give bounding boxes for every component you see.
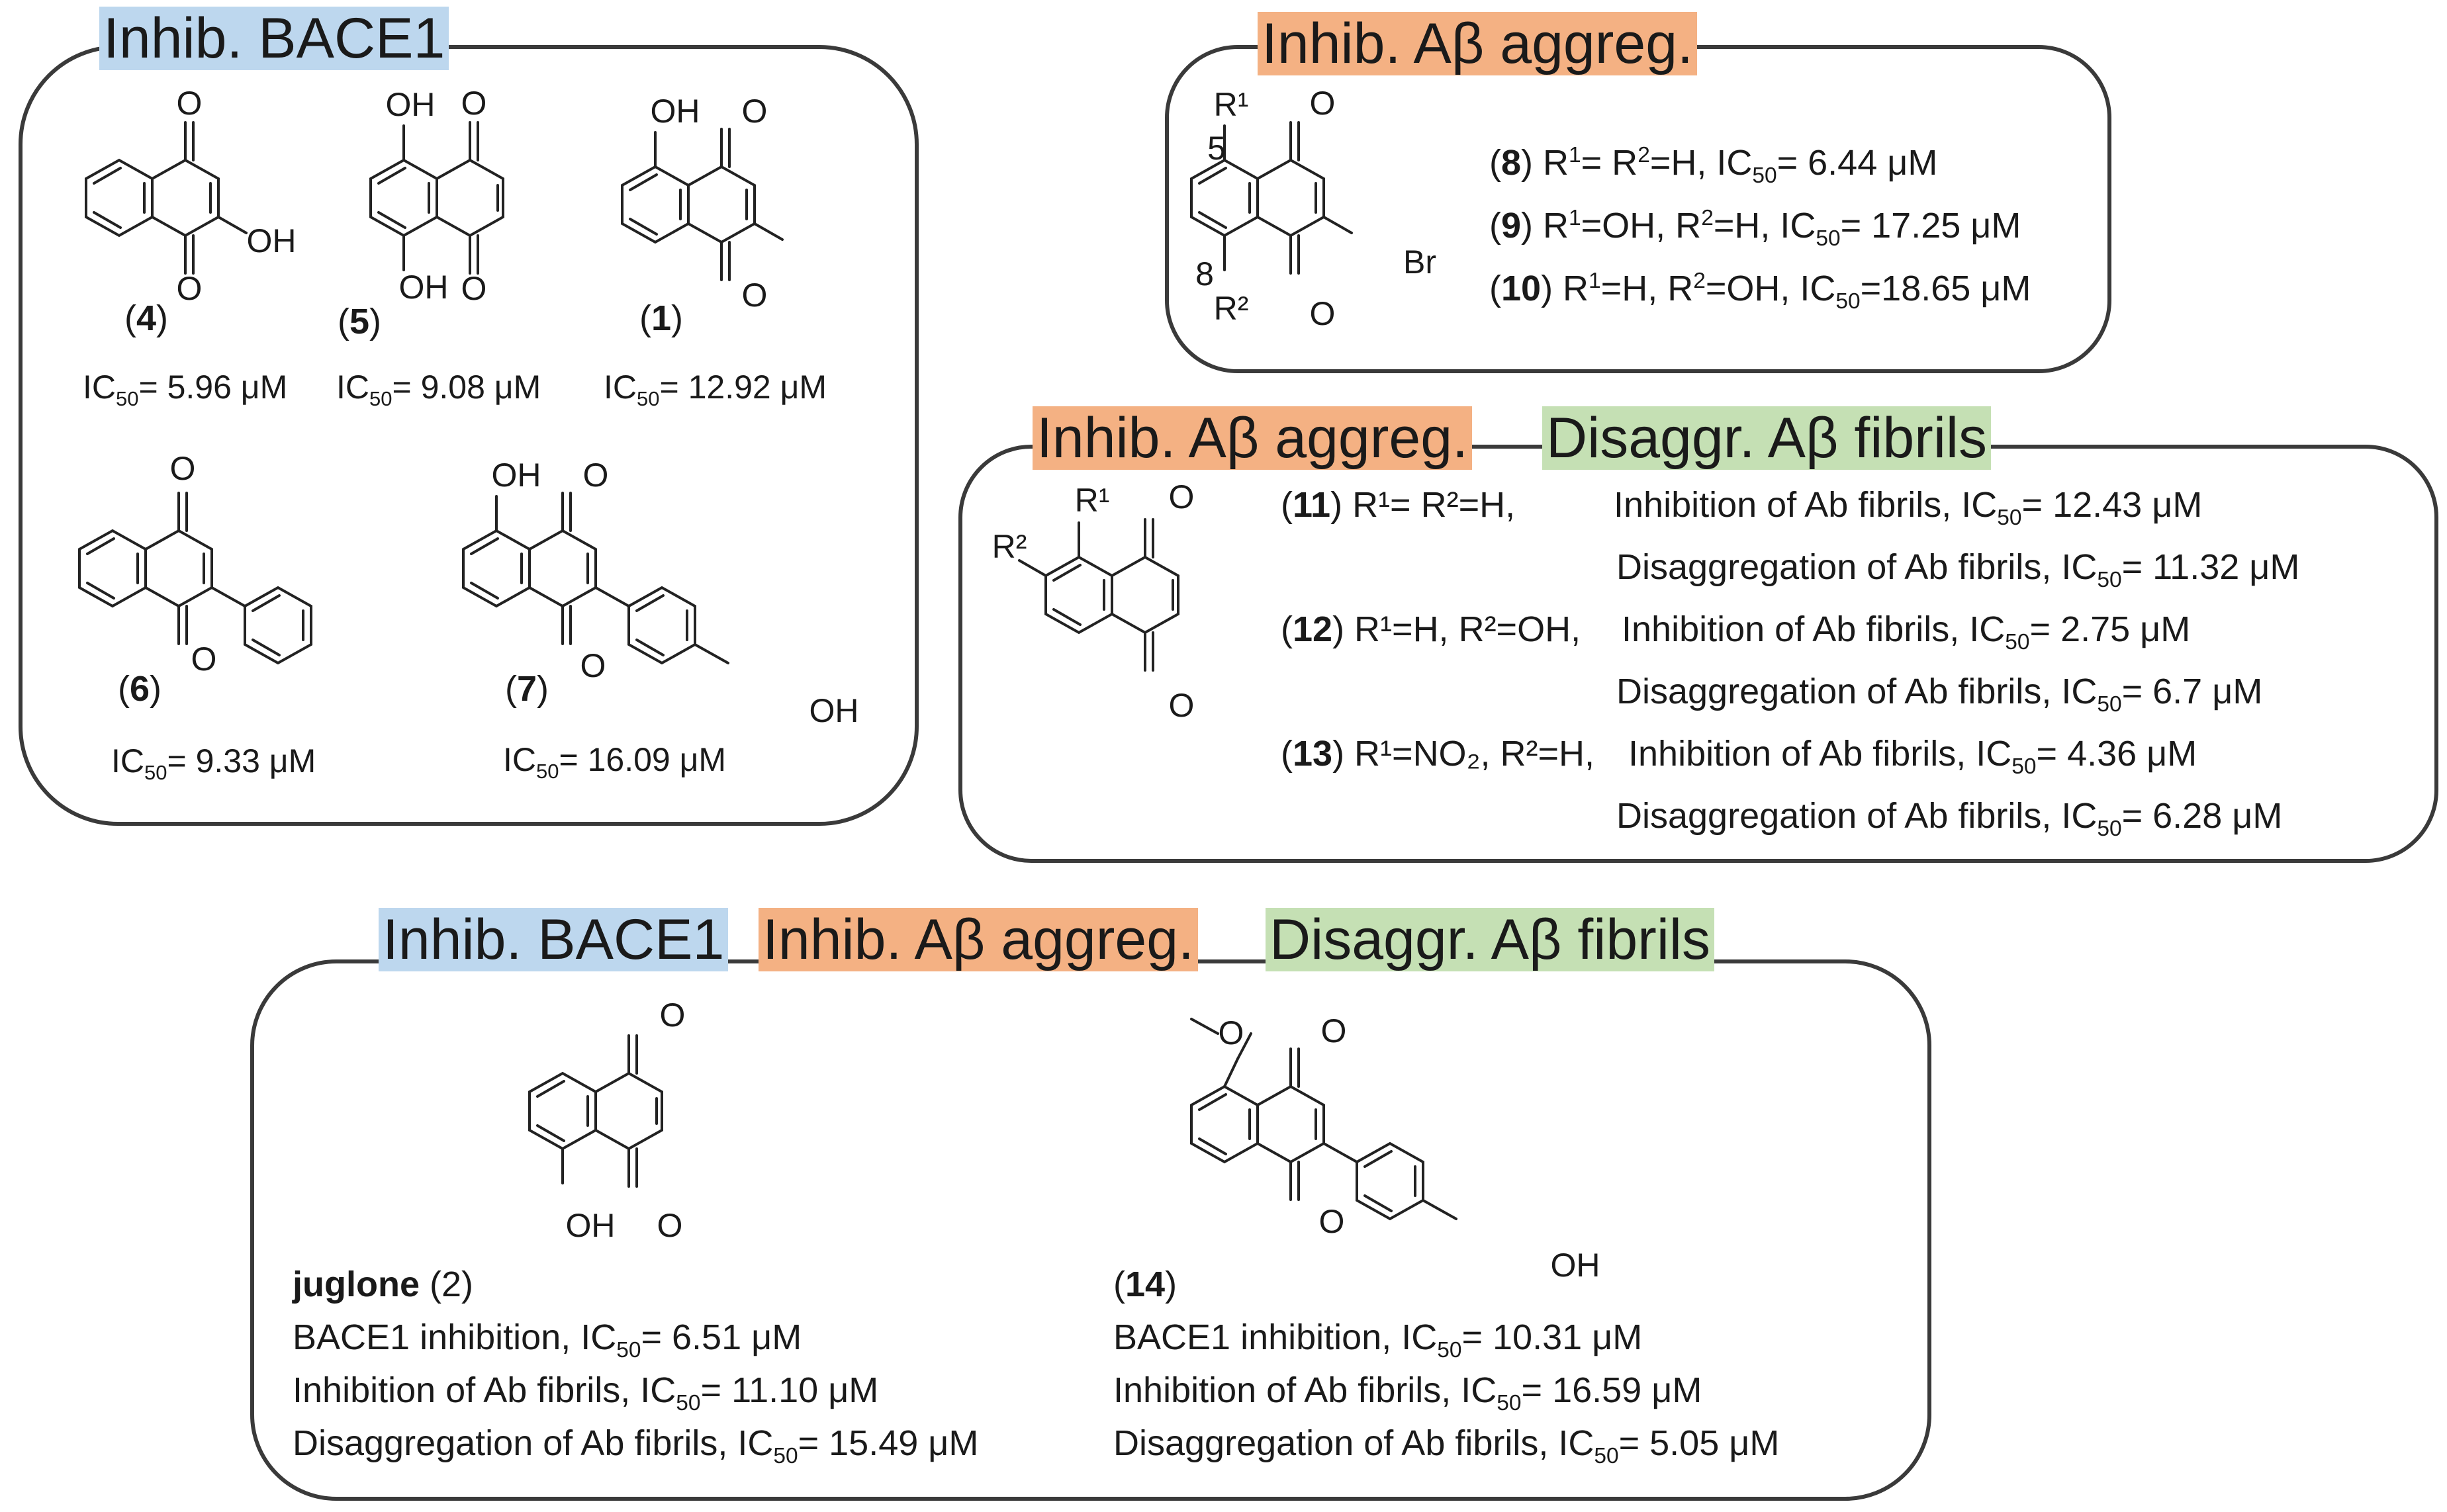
- compound-14-inhibition: Inhibition of Ab fibrils, IC50= 16.59 μM: [1113, 1370, 1702, 1415]
- atom-O: O: [1219, 1014, 1244, 1051]
- tag-bace1: Inhib. BACE1: [99, 7, 449, 70]
- compound-14-bace1: BACE1 inhibition, IC50= 10.31 μM: [1113, 1317, 1643, 1362]
- atom-OH: OH: [651, 93, 700, 130]
- atom-5: 5: [1207, 130, 1226, 167]
- ic50-compound-1: IC50= 12.92 μM: [604, 369, 827, 410]
- compound-id: 5: [349, 302, 370, 341]
- atom-R1: R¹: [1075, 482, 1110, 519]
- structure-compound-6: O O: [78, 450, 312, 678]
- ic50-value: = 5.96 μM: [138, 369, 288, 406]
- tag-bace1: Inhib. BACE1: [379, 908, 729, 971]
- ic50-compound-5: IC50= 9.08 μM: [336, 369, 541, 410]
- ic50-compound-6: IC50= 9.33 μM: [111, 742, 316, 784]
- atom-O: O: [461, 85, 487, 122]
- atom-OH: OH: [247, 222, 297, 259]
- disaggregation-compound-13: Disaggregation of Ab fibrils, IC50= 6.28…: [1616, 796, 2283, 841]
- atom-O: O: [1319, 1203, 1345, 1240]
- compound-id: 4: [136, 298, 157, 338]
- compound-14-disaggregation: Disaggregation of Ab fibrils, IC50= 5.05…: [1113, 1423, 1780, 1468]
- atom-OH: OH: [386, 86, 436, 123]
- structure-compound-14: O O O OH: [1190, 1012, 1600, 1284]
- structure-compounds-8-10: R¹ 5 8 R² O O Br: [1190, 85, 1436, 332]
- structure-compound-4: O O OH: [85, 85, 297, 307]
- label-compound-1: (1): [639, 298, 684, 338]
- atom-O: O: [1310, 295, 1336, 332]
- panel-bace1: [19, 45, 919, 826]
- disaggregation-compound-12: Disaggregation of Ab fibrils, IC50= 6.7 …: [1616, 672, 2263, 717]
- atom-O: O: [1169, 478, 1195, 515]
- disaggregation-compound-11: Disaggregation of Ab fibrils, IC50= 11.3…: [1616, 547, 2300, 592]
- panel-multitarget: [250, 959, 1931, 1501]
- atom-O: O: [580, 647, 606, 684]
- inhibition-compound-11: Inhibition of Ab fibrils, IC50= 12.43 μM: [1614, 485, 2203, 530]
- atom-O: O: [742, 93, 768, 130]
- ic50-compound-4: IC50= 5.96 μM: [83, 369, 288, 410]
- title-juglone: juglone (2): [293, 1265, 474, 1304]
- title-compound-14: (14): [1113, 1265, 1177, 1304]
- tag-aggreg: Inhib. Aβ aggreg.: [759, 908, 1198, 971]
- tag-disaggr: Disaggr. Aβ fibrils: [1542, 406, 1992, 470]
- atom-O: O: [1169, 687, 1195, 724]
- atom-O: O: [1310, 85, 1336, 122]
- atom-O: O: [742, 277, 768, 314]
- label-compound-5: (5): [338, 302, 382, 341]
- atom-O: O: [170, 450, 196, 487]
- atom-R2: R²: [992, 528, 1027, 565]
- atom-O: O: [660, 997, 686, 1034]
- tag-aggreg: Inhib. Aβ aggreg.: [1033, 406, 1472, 470]
- atom-O: O: [1321, 1012, 1347, 1049]
- atom-OH: OH: [399, 269, 449, 306]
- atom-OH: OH: [566, 1207, 616, 1244]
- atom-OH: OH: [809, 692, 859, 729]
- atom-O: O: [583, 457, 609, 494]
- atom-OH: OH: [1551, 1247, 1600, 1284]
- row-compound-13: (13) R¹=NO₂, R²=H,: [1281, 734, 1595, 774]
- inhibition-compound-12: Inhibition of Ab fibrils, IC50= 2.75 μM: [1622, 609, 2191, 654]
- atom-O: O: [191, 641, 217, 678]
- structure-compound-7: OH O O OH: [462, 457, 859, 729]
- row-compound-8: (8) R1= R2=H, IC50= 6.44 μM: [1489, 143, 1938, 188]
- atom-O: O: [177, 270, 203, 307]
- panel-aggreg-bromo: [1165, 45, 2111, 373]
- tag-aggreg: Inhib. Aβ aggreg.: [1258, 12, 1697, 75]
- row-compound-9: (9) R1=OH, R2=H, IC50= 17.25 μM: [1489, 206, 2021, 251]
- atom-R1: R¹: [1214, 86, 1249, 123]
- ic50-value: = 9.33 μM: [167, 742, 316, 779]
- label-compound-6: (6): [118, 669, 162, 709]
- tag-disaggr: Disaggr. Aβ fibrils: [1266, 908, 1715, 971]
- inhibition-compound-13: Inhibition of Ab fibrils, IC50= 4.36 μM: [1628, 734, 2197, 779]
- ic50-value: = 12.92 μM: [659, 369, 827, 406]
- row-compound-11: (11) R¹= R²=H,: [1281, 485, 1516, 525]
- atom-O: O: [177, 85, 203, 122]
- structure-compound-1: OH O O: [621, 93, 784, 314]
- atom-OH: OH: [492, 457, 541, 494]
- compound-id: 6: [129, 669, 150, 709]
- ic50-value: = 9.08 μM: [392, 369, 541, 406]
- structure-compounds-11-13: R¹ R² O O: [992, 478, 1195, 724]
- atom-O: O: [657, 1207, 683, 1244]
- ic50-value: = 16.09 μM: [559, 741, 727, 778]
- structure-compound-5: OH O OH O: [369, 85, 504, 307]
- atom-O: O: [461, 270, 487, 307]
- atom-Br: Br: [1403, 244, 1436, 281]
- juglone-inhibition: Inhibition of Ab fibrils, IC50= 11.10 μM: [293, 1370, 879, 1415]
- atom-R2: R²: [1214, 290, 1249, 327]
- compound-id: 1: [651, 298, 672, 338]
- juglone-disaggregation: Disaggregation of Ab fibrils, IC50= 15.4…: [293, 1423, 979, 1468]
- juglone-bace1: BACE1 inhibition, IC50= 6.51 μM: [293, 1317, 802, 1362]
- atom-8: 8: [1195, 255, 1214, 292]
- row-compound-10: (10) R1=H, R2=OH, IC50=18.65 μM: [1489, 269, 2031, 314]
- panel-aggreg-disaggr: [958, 445, 2438, 863]
- ic50-compound-7: IC50= 16.09 μM: [503, 741, 727, 783]
- row-compound-12: (12) R¹=H, R²=OH,: [1281, 609, 1581, 649]
- label-compound-7: (7): [505, 669, 549, 709]
- structure-juglone: O OH O: [528, 997, 686, 1244]
- label-compound-4: (4): [124, 298, 169, 338]
- compound-id: 7: [516, 669, 537, 709]
